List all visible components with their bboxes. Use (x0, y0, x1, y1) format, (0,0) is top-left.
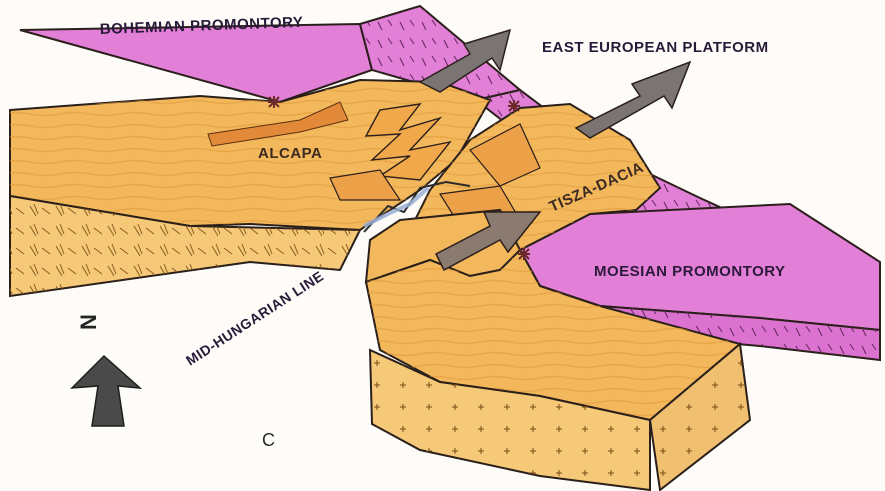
label-east-european-platform: EAST EUROPEAN PLATFORM (542, 39, 769, 56)
label-alcapa: ALCAPA (258, 145, 322, 162)
pivot-asterisk-moesian (518, 248, 530, 260)
north-label: N (76, 314, 101, 330)
north-arrow-icon: N (72, 314, 140, 426)
label-mid-hungarian-line: MID-HUNGARIAN LINE (183, 268, 326, 369)
pivot-asterisk-east (508, 100, 520, 112)
arrow-east-european (576, 62, 690, 138)
label-moesian-promontory: MOESIAN PROMONTORY (594, 263, 786, 280)
pivot-asterisk-bohemian (268, 96, 280, 108)
panel-label: C (262, 430, 275, 450)
